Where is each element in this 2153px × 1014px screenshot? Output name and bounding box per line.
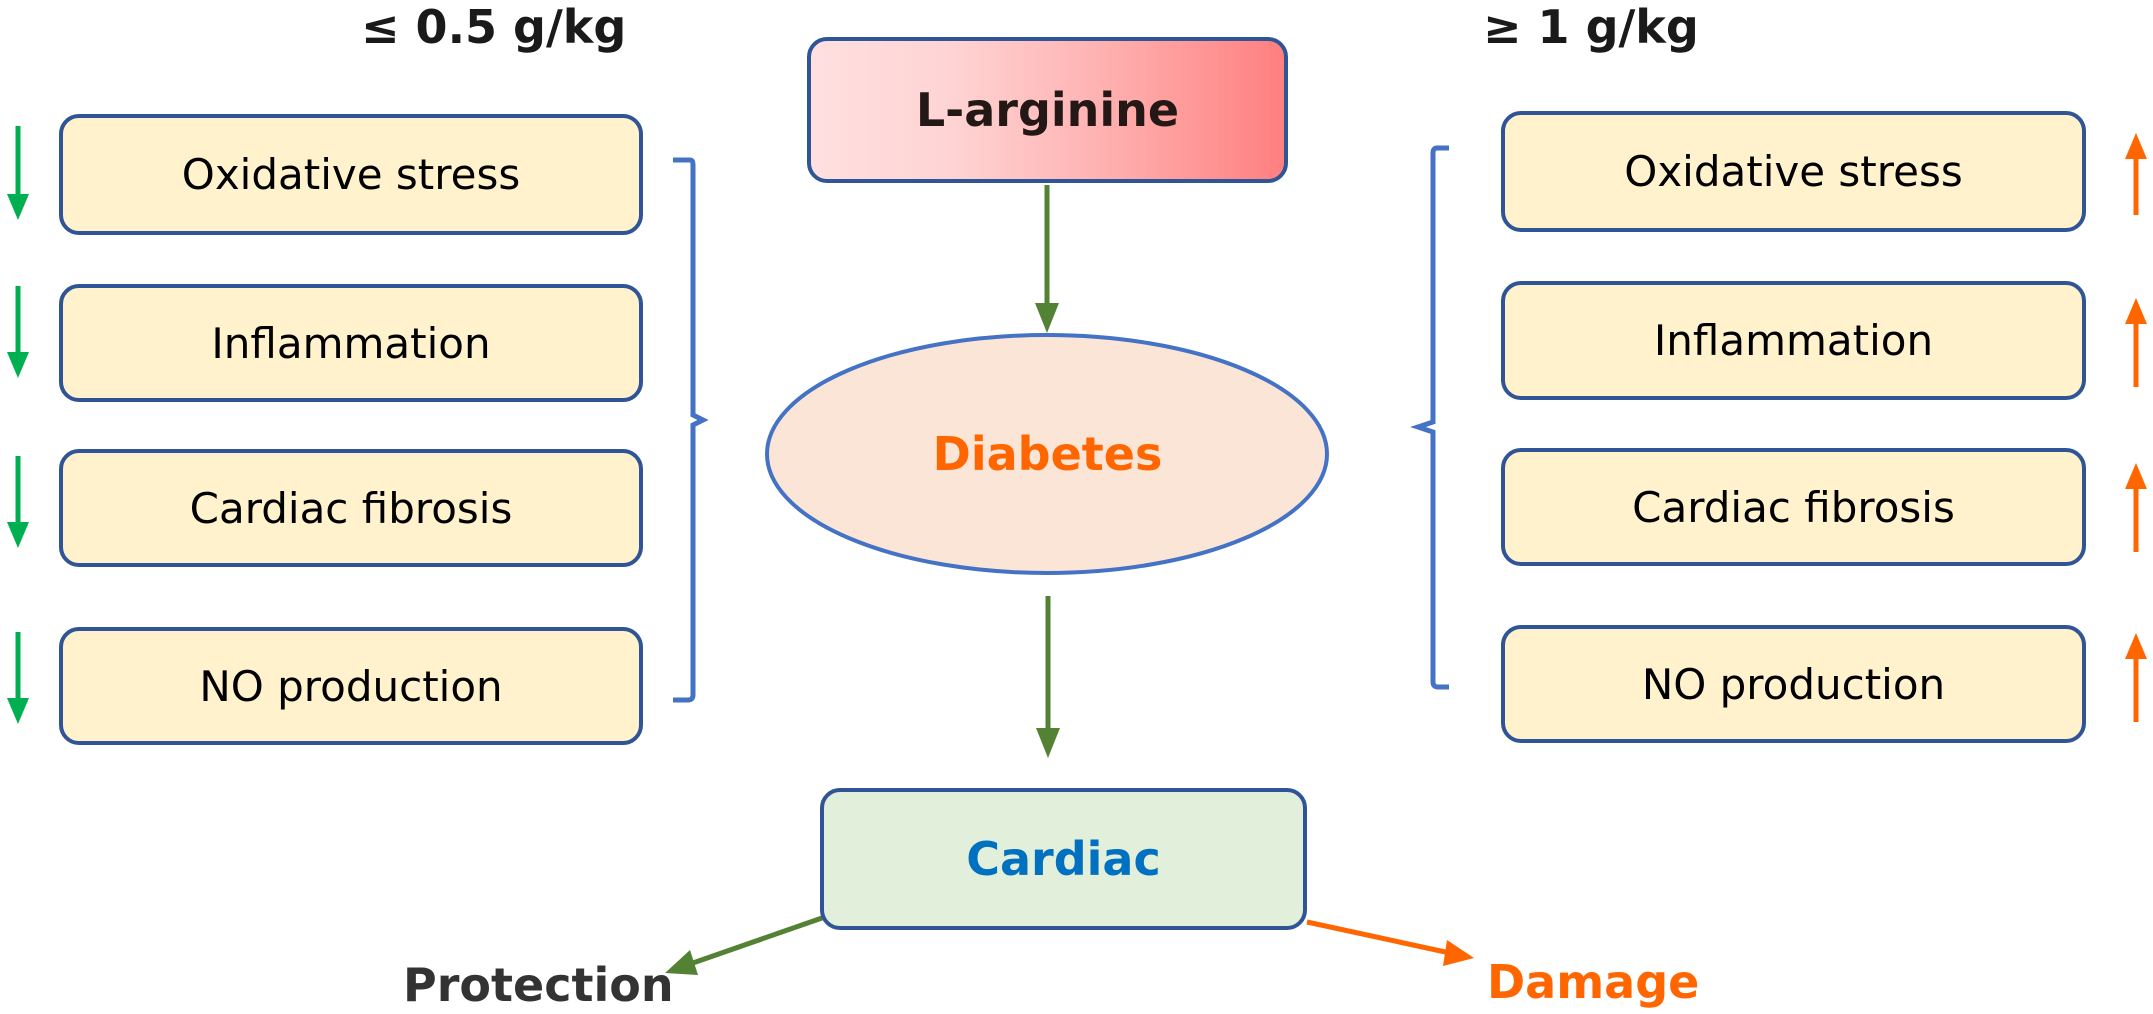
high-dose-effect-cardiac-fibrosis: Cardiac fibrosis [1501,448,2086,566]
low-dose-effect-no-production: NO production [59,627,643,745]
effect-label: NO production [1641,659,1946,709]
high-dose-effect-no-production: NO production [1501,625,2086,743]
effect-label: Inflammation [1653,316,1934,365]
effect-label: Oxidative stress [181,150,521,199]
effect-label: Cardiac fibrosis [189,483,513,533]
effect-label: NO production [199,661,503,711]
low-dose-effect-cardiac-fibrosis: Cardiac fibrosis [59,449,643,567]
increase-arrow-icon [2125,633,2147,722]
decrease-arrow-icon [7,126,29,220]
high-dose-effect-oxidative-stress: Oxidative stress [1501,111,2086,232]
low-dose-effect-oxidative-stress: Oxidative stress [59,114,643,235]
arrow-larginine-to-diabetes [1035,185,1059,333]
decrease-arrow-icon [7,286,29,378]
decrease-arrow-icon [7,456,29,548]
low-dose-title: ≤ 0.5 g/kg [361,0,627,54]
low-dose-effect-inflammation: Inflammation [59,284,643,402]
effect-label: Cardiac fibrosis [1632,482,1955,532]
high-dose-effect-inflammation: Inflammation [1501,281,2086,400]
cardiac-label: Cardiac [966,832,1161,886]
damage-label: Damage [1487,955,1700,1009]
protection-label: Protection [403,958,674,1012]
diabetes-label: Diabetes [932,427,1163,481]
diabetes-ellipse [765,333,1329,575]
high-dose-title: ≥ 1 g/kg [1483,0,1699,54]
left-bracket [673,157,709,703]
arrow-to-damage [1306,919,1474,966]
cardiac-box: Cardiac [820,788,1307,930]
l-arginine-label: L-arginine [915,83,1180,137]
arrow-diabetes-to-cardiac [1036,596,1060,758]
decrease-arrow-icon [7,632,29,724]
right-bracket [1410,145,1449,690]
increase-arrow-icon [2125,298,2147,387]
l-arginine-box: L-arginine [807,37,1288,183]
arrow-to-protection [665,915,823,975]
increase-arrow-icon [2125,133,2147,215]
effect-label: Oxidative stress [1624,147,1963,196]
effect-label: Inflammation [211,318,491,368]
increase-arrow-icon [2125,463,2147,552]
